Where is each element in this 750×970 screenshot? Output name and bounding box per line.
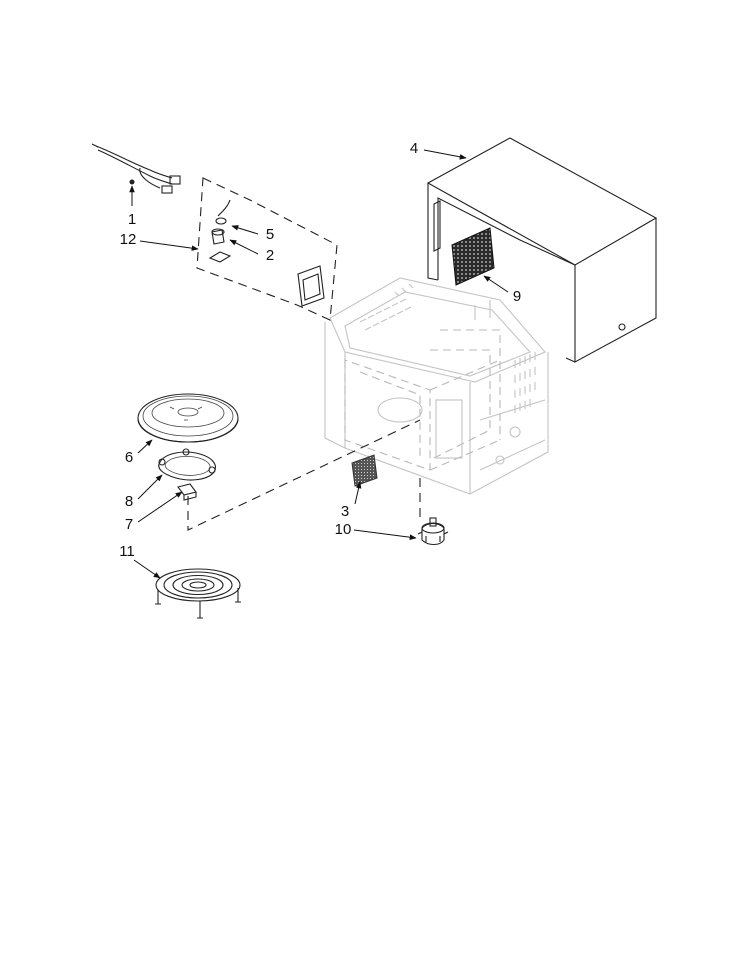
callout-10: 10 <box>335 521 352 538</box>
callout-11: 11 <box>119 543 135 560</box>
chassis-vents-top <box>359 283 414 331</box>
callout-7: 7 <box>125 516 133 533</box>
callout-9: 9 <box>513 288 521 305</box>
chassis-ghost <box>324 277 549 495</box>
callout-5: 5 <box>266 226 274 243</box>
callout-labels: 1 12 5 2 4 9 6 8 7 3 10 11 <box>119 140 521 560</box>
wire-rack-part <box>155 568 241 619</box>
turntable-motor-part <box>417 517 449 546</box>
outer-cabinet-part <box>426 137 658 363</box>
coupler-part <box>177 483 197 501</box>
callout-12: 12 <box>120 231 137 248</box>
assembly-lines <box>187 419 421 531</box>
callout-3: 3 <box>341 503 349 520</box>
callout-6: 6 <box>125 449 133 466</box>
callout-8: 8 <box>125 493 133 510</box>
roller-ring-part <box>158 448 217 481</box>
callout-2: 2 <box>266 247 274 264</box>
turntable-tray-part <box>137 393 239 443</box>
bracket-kit-part <box>196 177 338 321</box>
waveguide-cover-part <box>351 454 378 487</box>
wire-harness-part <box>91 143 181 194</box>
callout-1: 1 <box>128 211 136 228</box>
callout-arrows <box>129 149 509 579</box>
callout-4: 4 <box>410 140 418 157</box>
vent-grille-part <box>451 227 495 286</box>
